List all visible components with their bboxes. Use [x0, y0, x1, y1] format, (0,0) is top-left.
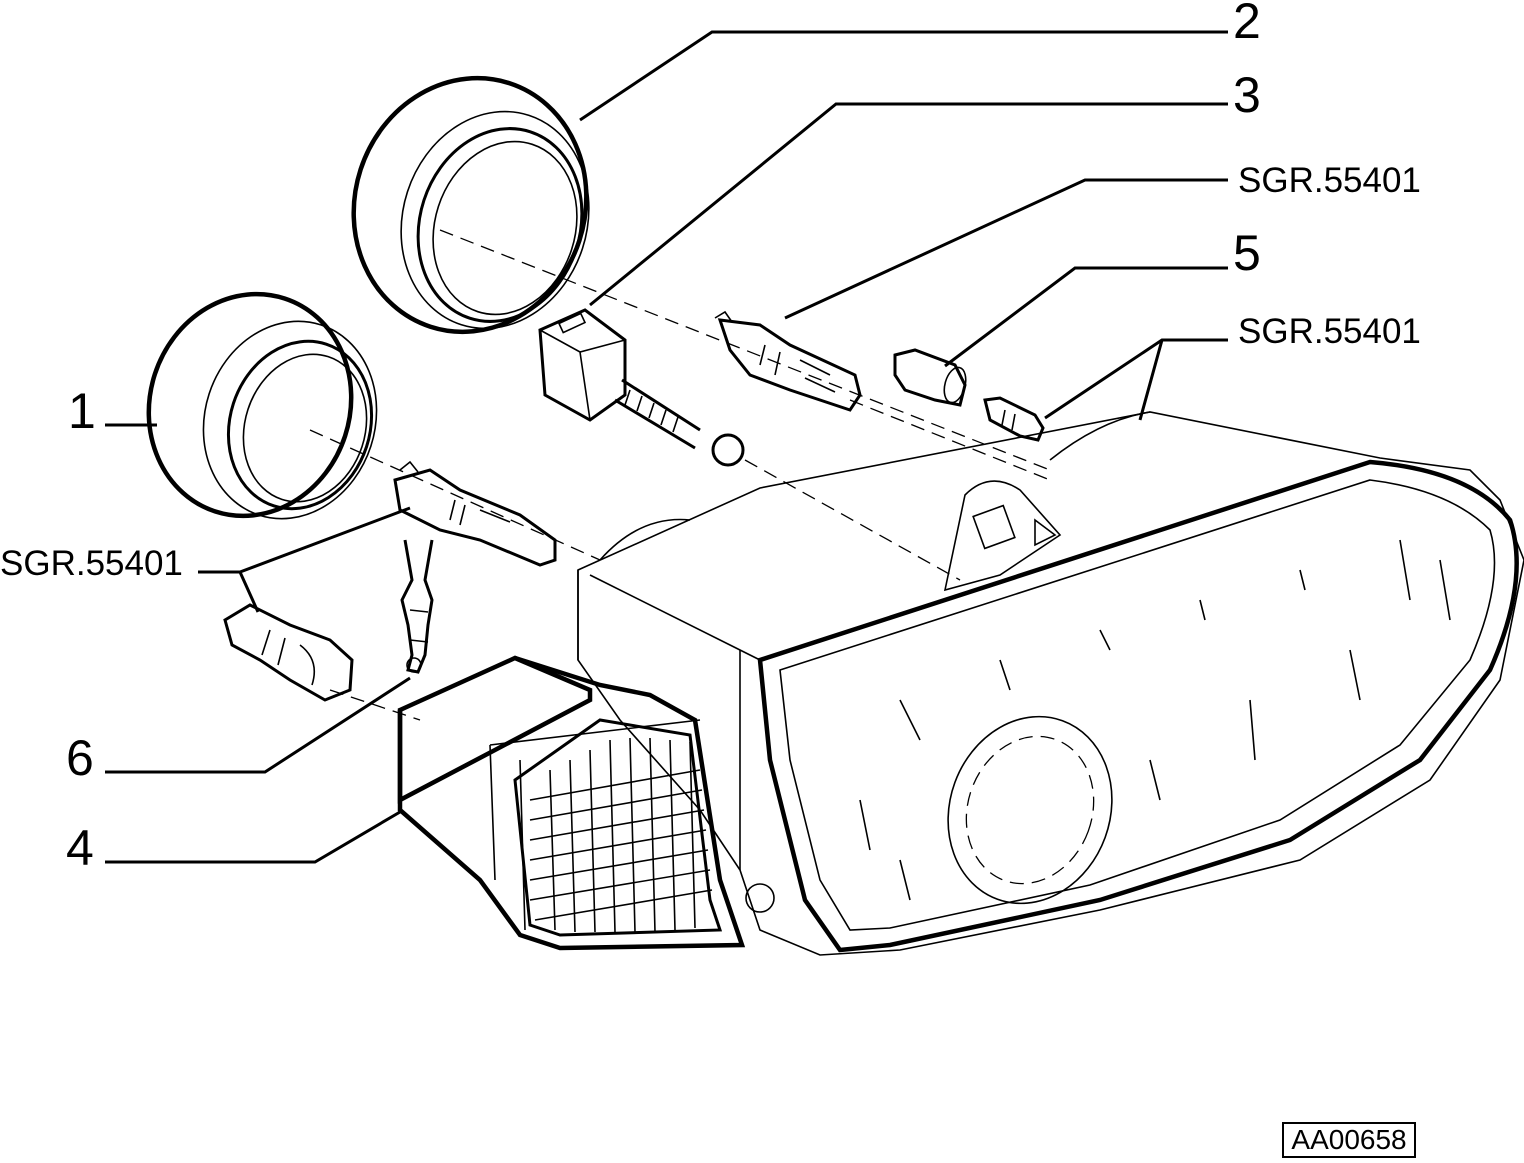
label-5: 5: [1233, 225, 1261, 281]
lower-left-bulb-sgr: [223, 603, 354, 702]
label-6: 6: [66, 730, 94, 786]
part-3-bulb-socket: [538, 308, 745, 467]
left-bulb-sgr: [393, 460, 557, 567]
label-4: 4: [66, 820, 94, 876]
assembly-axes: [309, 229, 1051, 721]
label-2: 2: [1233, 0, 1261, 49]
label-1: 1: [68, 383, 96, 439]
part-4-side-indicator: [397, 655, 746, 951]
drawing-code-box: AA00658: [1282, 1122, 1416, 1158]
label-3: 3: [1233, 67, 1261, 123]
leader-lines: [105, 30, 1228, 864]
upper-bulb-sgr: [714, 310, 862, 412]
label-sgr-top: SGR.55401: [1238, 161, 1421, 200]
part-5-bulb-holder: [893, 348, 967, 407]
part-6-clip: [400, 539, 434, 674]
label-sgr-mid: SGR.55401: [1238, 312, 1421, 351]
right-small-bulb-sgr: [983, 396, 1045, 442]
part-1-reflector-ring: [146, 291, 378, 520]
headlamp-housing: [577, 411, 1524, 956]
part-2-reflector-ring: [351, 75, 590, 335]
label-sgr-left: SGR.55401: [0, 544, 183, 583]
